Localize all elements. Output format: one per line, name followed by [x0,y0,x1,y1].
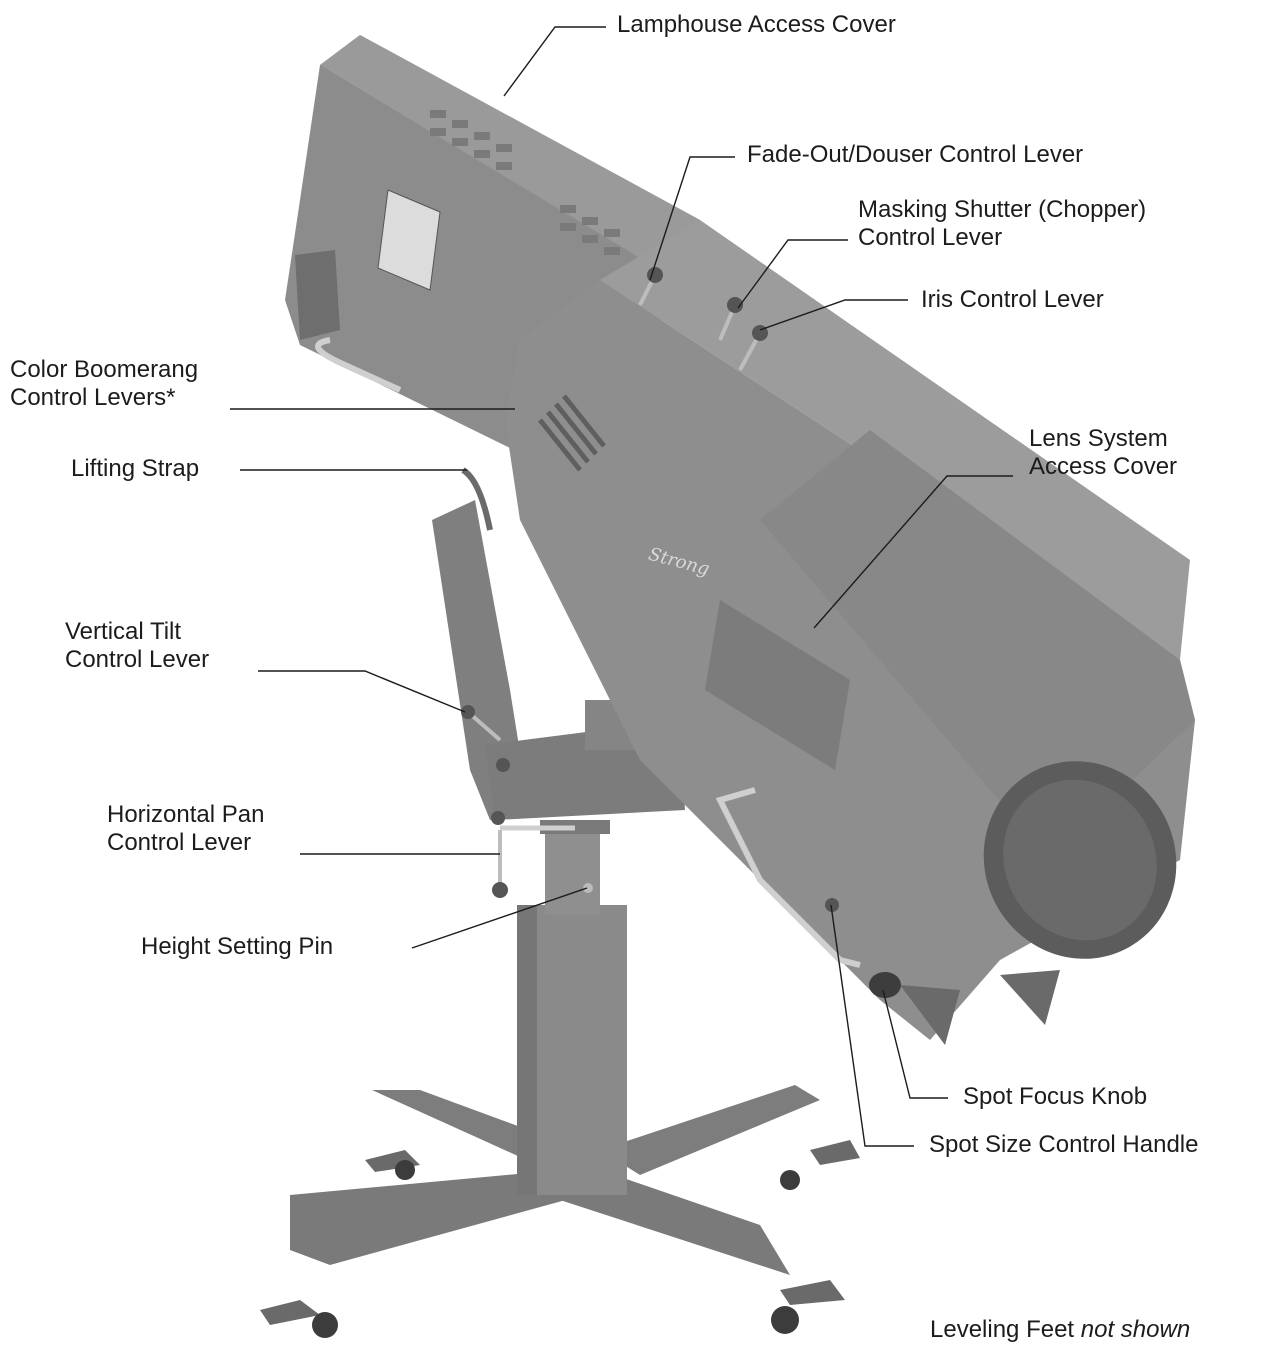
caster-wheel-2 [395,1160,415,1180]
lamphouse-vents [430,110,620,255]
front-foot-1 [900,985,960,1045]
label-leveling-feet-note: not shown [1080,1316,1191,1343]
leader-lamphouse [503,26,606,97]
leader-spot-size [830,904,914,1147]
label-vertical-tilt: Vertical Tilt Control Lever [65,618,210,673]
lens-tube-top-band [600,220,1190,660]
lens-opening-inner [1003,779,1157,941]
lens-access-panel [705,600,850,770]
spot-focus-knob [869,972,901,998]
foot-plate-4 [780,1280,845,1305]
controls [461,267,901,998]
pan-lever-knob-top [491,811,505,825]
label-lamphouse-access-cover: Lamphouse Access Cover [617,11,896,38]
caster-wheel-3 [780,1170,800,1190]
leader-masking [737,239,848,309]
masking-lever-knob [727,297,743,313]
lens-tube-side-shade [760,430,1195,860]
tilt-lever-knob [461,705,475,719]
foot-plate-3 [810,1140,860,1165]
pan-lever-knob [492,882,508,898]
label-fade-out-douser: Fade-Out/Douser Control Lever [747,141,1084,168]
foot-plate-1 [260,1300,320,1325]
fade-lever-knob [647,267,663,283]
stand [260,820,860,1338]
caster-wheel-1 [312,1312,338,1338]
leader-lens-system [813,475,1013,629]
height-setting-pin [583,883,593,893]
boomerang-levers [538,394,606,472]
label-spot-focus-knob: Spot Focus Knob [963,1083,1148,1110]
tilt-lever-knob-2 [496,758,510,772]
spotlight-body: Strong [285,35,1195,1045]
leader-iris [759,299,908,331]
label-horizontal-pan: Horizontal Pan Control Lever [107,801,265,856]
yoke-arm-left [432,500,530,820]
spot-size-handle [715,787,861,968]
leader-fade-out [649,156,735,281]
leader-lines [230,26,1013,1147]
leader-height-pin [411,887,588,949]
front-foot-2 [1000,970,1060,1025]
label-lens-system-access-cover: Lens System Access Cover [1029,425,1178,480]
label-spot-size-control-handle: Spot Size Control Handle [929,1131,1199,1158]
label-masking-shutter: Masking Shutter (Chopper) Control Lever [858,196,1147,251]
side-box [295,250,340,340]
label-iris-control-lever: Iris Control Lever [921,286,1104,313]
spot-size-handle-end [825,898,839,912]
stand-column-shade [517,905,537,1195]
label-height-setting-pin: Height Setting Pin [141,933,334,960]
leader-spot-focus [882,989,948,1099]
leader-vertical-tilt [258,670,466,713]
lifting-strap [461,467,493,531]
stand-inner-post [545,825,600,915]
base-leg-right [600,1085,820,1175]
label-color-boomerang: Color Boomerang Control Levers* [10,356,199,411]
label-lifting-strap: Lifting Strap [71,455,200,482]
lamphouse-top [320,35,700,270]
warning-sticker [377,189,441,291]
base-leg-front-right [560,1170,790,1275]
label-leveling-feet: Leveling Feet not shown [930,1316,1191,1343]
lamphouse-handle [315,337,402,393]
caster-wheel-4 [771,1306,799,1334]
tilt-lever-stem [466,710,502,742]
